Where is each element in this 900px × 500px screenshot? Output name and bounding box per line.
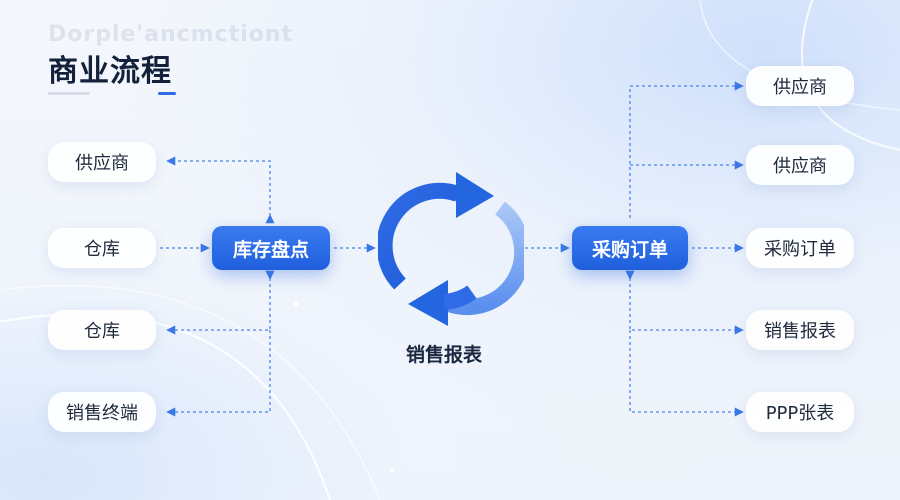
right-node-label: 销售报表 xyxy=(764,321,836,342)
right-node-label: PPP张表 xyxy=(765,403,835,424)
refresh-cycle-icon xyxy=(378,172,524,326)
right-node-label: 供应商 xyxy=(773,77,827,98)
right-node-sales-report[interactable]: 销售报表 xyxy=(746,310,854,350)
right-node-label: 供应商 xyxy=(773,156,827,177)
left-node-label: 仓库 xyxy=(84,321,120,342)
connector-purchase-to-report xyxy=(625,270,744,335)
connector-supplier-to-inventory xyxy=(166,156,275,224)
connector-purchase-to-supplier1 xyxy=(629,81,744,218)
left-node-label: 销售终端 xyxy=(66,403,138,424)
left-node-label: 仓库 xyxy=(84,239,120,260)
connector-purchase-to-ppp xyxy=(629,330,744,417)
left-node-warehouse[interactable]: 仓库 xyxy=(48,228,156,268)
right-node-supplier-1[interactable]: 供应商 xyxy=(746,66,854,106)
watermark-text: Dorple'ancmctiont xyxy=(48,22,294,47)
right-node-label: 采购订单 xyxy=(764,239,836,260)
right-node-supplier-2[interactable]: 供应商 xyxy=(746,145,854,185)
connector-inventory-to-warehouse2 xyxy=(166,270,275,335)
page-title: 商业流程 xyxy=(48,54,172,89)
hub-inventory-check[interactable]: 库存盘点 xyxy=(212,226,330,270)
center-label: 销售报表 xyxy=(405,344,482,366)
hub-purchase-order[interactable]: 采购订单 xyxy=(572,226,688,270)
title-underline xyxy=(48,92,90,95)
title-underline-accent xyxy=(158,92,176,95)
left-node-sales-terminal[interactable]: 销售终端 xyxy=(48,392,156,432)
right-node-ppp-table[interactable]: PPP张表 xyxy=(746,392,854,432)
hub-label: 采购订单 xyxy=(591,238,668,261)
left-node-supplier[interactable]: 供应商 xyxy=(48,142,156,182)
connector-inventory-to-terminal xyxy=(166,330,271,417)
right-node-purchase-order[interactable]: 采购订单 xyxy=(746,228,854,268)
left-node-warehouse-2[interactable]: 仓库 xyxy=(48,310,156,350)
left-node-label: 供应商 xyxy=(75,153,129,174)
hub-label: 库存盘点 xyxy=(232,238,309,261)
